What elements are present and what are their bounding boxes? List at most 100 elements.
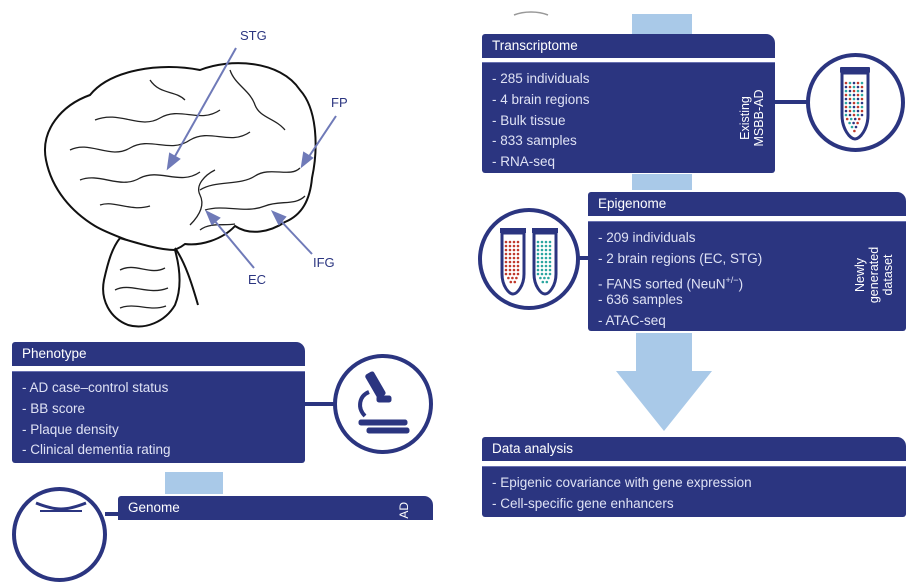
tube-dot — [508, 256, 512, 260]
tube-dot — [852, 121, 855, 125]
analysis-title: Data analysis — [482, 437, 906, 461]
tube-dot — [536, 256, 540, 260]
teal-dots — [536, 240, 552, 284]
phenotype-title: Phenotype — [12, 342, 305, 366]
tube-dot — [536, 260, 540, 264]
transcriptome-item: - 285 individuals — [492, 71, 590, 86]
tube-dot — [536, 252, 540, 256]
tube-dot — [544, 248, 548, 252]
tube-dot — [850, 125, 854, 129]
tube-dot — [860, 109, 864, 113]
tube-dot — [504, 256, 508, 260]
region-arrows — [166, 47, 337, 269]
tube-dot — [852, 97, 856, 101]
down-arrow — [616, 333, 712, 431]
analysis-item: - Epigenic covariance with gene expressi… — [492, 475, 752, 490]
tube-dot — [516, 256, 520, 260]
tube-dot — [548, 244, 552, 248]
brain-illustration — [44, 47, 337, 328]
epigenome-box: - 209 individuals - 2 brain regions (EC,… — [588, 221, 906, 331]
tube-dot — [860, 93, 864, 97]
genome-side-label: g AD — [397, 501, 411, 528]
transcriptome-title: Transcriptome — [482, 34, 775, 58]
tube-dot — [512, 240, 516, 244]
tube-dot — [504, 252, 508, 256]
tube-dot — [844, 113, 848, 117]
tube-dot — [844, 93, 848, 97]
tube-dot — [516, 264, 520, 268]
tube-dot — [509, 280, 513, 284]
tube-dot — [844, 85, 848, 89]
genome-connector — [105, 512, 120, 516]
transcriptome-item: - 833 samples — [492, 133, 577, 149]
tube-dot — [504, 268, 508, 272]
tube-dot — [856, 109, 860, 113]
tube-dot — [856, 97, 860, 101]
tube-dot — [860, 81, 864, 85]
tube-dot — [852, 113, 856, 117]
tube-dot — [848, 85, 852, 89]
analysis-box: - Epigenic covariance with gene expressi… — [482, 466, 906, 517]
epigenome-item: - 636 samples — [598, 292, 683, 308]
tube-dot — [856, 81, 860, 85]
tube-dot — [848, 109, 852, 113]
tube-dot — [860, 85, 864, 89]
tube-dot — [844, 81, 848, 85]
phenotype-item: - BB score — [22, 400, 86, 416]
tube-dots — [844, 81, 864, 133]
tube-dot — [504, 240, 508, 244]
transcriptome-box: - 285 individuals - 4 brain regions - Bu… — [482, 62, 775, 173]
tube-dot — [516, 240, 520, 244]
tube-dot — [544, 272, 548, 276]
tube-dot — [857, 117, 861, 121]
tube-dot — [512, 244, 516, 248]
tube-dot — [545, 280, 549, 284]
tube-dot — [508, 248, 512, 252]
dna-circle — [12, 487, 107, 582]
tube-dot — [848, 105, 852, 109]
tube-dot — [508, 260, 512, 264]
tube-dot — [548, 260, 552, 264]
tube-dot — [512, 268, 516, 272]
tube-dot — [508, 252, 512, 256]
tube-dot — [507, 276, 510, 280]
tube-dot — [848, 101, 852, 105]
tube-dot — [540, 272, 544, 276]
tube-dot — [548, 268, 552, 272]
dna-icon — [35, 501, 87, 512]
tube-dot — [856, 93, 860, 97]
tube-dot — [856, 113, 860, 117]
tube-dot — [539, 276, 542, 280]
tube-dot — [548, 256, 552, 260]
phenotype-connector — [305, 402, 337, 406]
label-ec: EC — [248, 272, 267, 287]
tube-dot — [512, 264, 516, 268]
tube-dot — [547, 276, 550, 280]
tube-dot — [852, 93, 856, 97]
top-connector — [632, 14, 692, 34]
tube-dot — [513, 280, 517, 284]
tube-dot — [852, 101, 856, 105]
epigenome-item: - ATAC-seq — [598, 313, 666, 329]
tube-dot — [860, 101, 864, 105]
tube-dot — [548, 272, 552, 276]
tube-dot — [848, 121, 851, 125]
tube-dot — [504, 272, 508, 276]
tube-dot — [540, 264, 544, 268]
tube-dot — [849, 117, 853, 121]
tube-dot — [512, 256, 516, 260]
sorted-tubes-icon — [500, 228, 558, 296]
label-stg: STG — [240, 28, 267, 43]
tube-dot — [860, 89, 864, 93]
transcriptome-item: - RNA-seq — [492, 154, 556, 170]
transcriptome-item: - Bulk tissue — [492, 112, 566, 128]
tube-dot — [852, 89, 856, 93]
tube-dot — [543, 276, 546, 280]
tube-dot — [548, 252, 552, 256]
tube-dot — [536, 244, 540, 248]
tube-dot — [848, 89, 852, 93]
tube-dot — [536, 268, 540, 272]
tube-dot — [540, 268, 544, 272]
tube-dot — [860, 113, 864, 117]
phenotype-item: - Plaque density — [22, 421, 119, 437]
